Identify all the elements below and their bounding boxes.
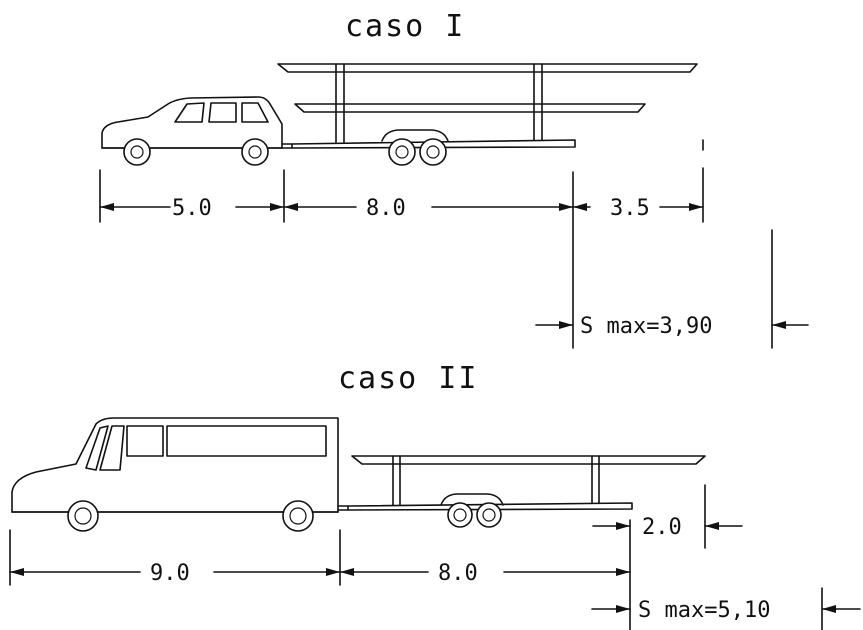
trailer-case2 xyxy=(347,455,706,528)
dim-car-length-case1: 5.0 xyxy=(172,196,212,221)
case1-title: caso I xyxy=(345,9,465,44)
dimension-lines-case1 xyxy=(99,139,809,349)
dim-smax-case2: S max=5,10 xyxy=(638,598,770,623)
trailer-case1 xyxy=(277,63,698,166)
dim-van-length-case2: 9.0 xyxy=(150,561,190,586)
dim-smax-case1: S max=3,90 xyxy=(580,314,712,339)
dim-trailer-length-case1: 8.0 xyxy=(366,196,406,221)
dim-overhang-case1: 3.5 xyxy=(610,196,650,221)
dim-overhang-case2: 2.0 xyxy=(642,515,682,540)
van-icon xyxy=(11,417,349,532)
car-icon xyxy=(101,96,293,166)
case2-title: caso II xyxy=(338,361,478,396)
dimension-lines-case2 xyxy=(9,484,861,630)
dim-trailer-length-case2: 8.0 xyxy=(438,561,478,586)
